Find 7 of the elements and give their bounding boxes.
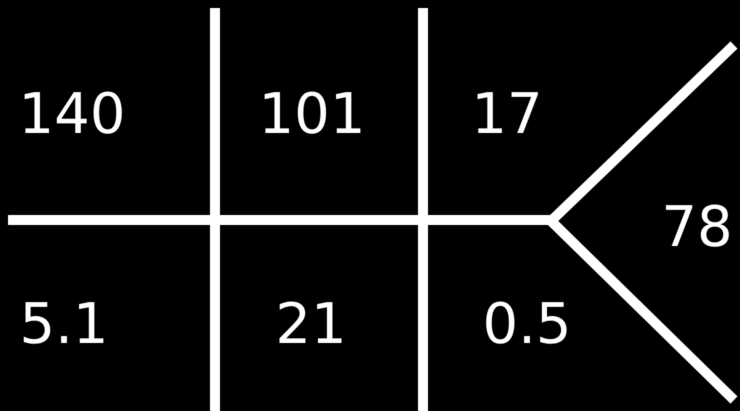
- lab-value: 101: [258, 87, 366, 143]
- lab-value: 78: [661, 200, 733, 256]
- lab-value: 5.1: [19, 297, 109, 353]
- lab-value: 17: [471, 87, 543, 143]
- lab-value: 140: [18, 87, 126, 143]
- lab-value: 21: [275, 297, 347, 353]
- lab-value: 0.5: [482, 297, 572, 353]
